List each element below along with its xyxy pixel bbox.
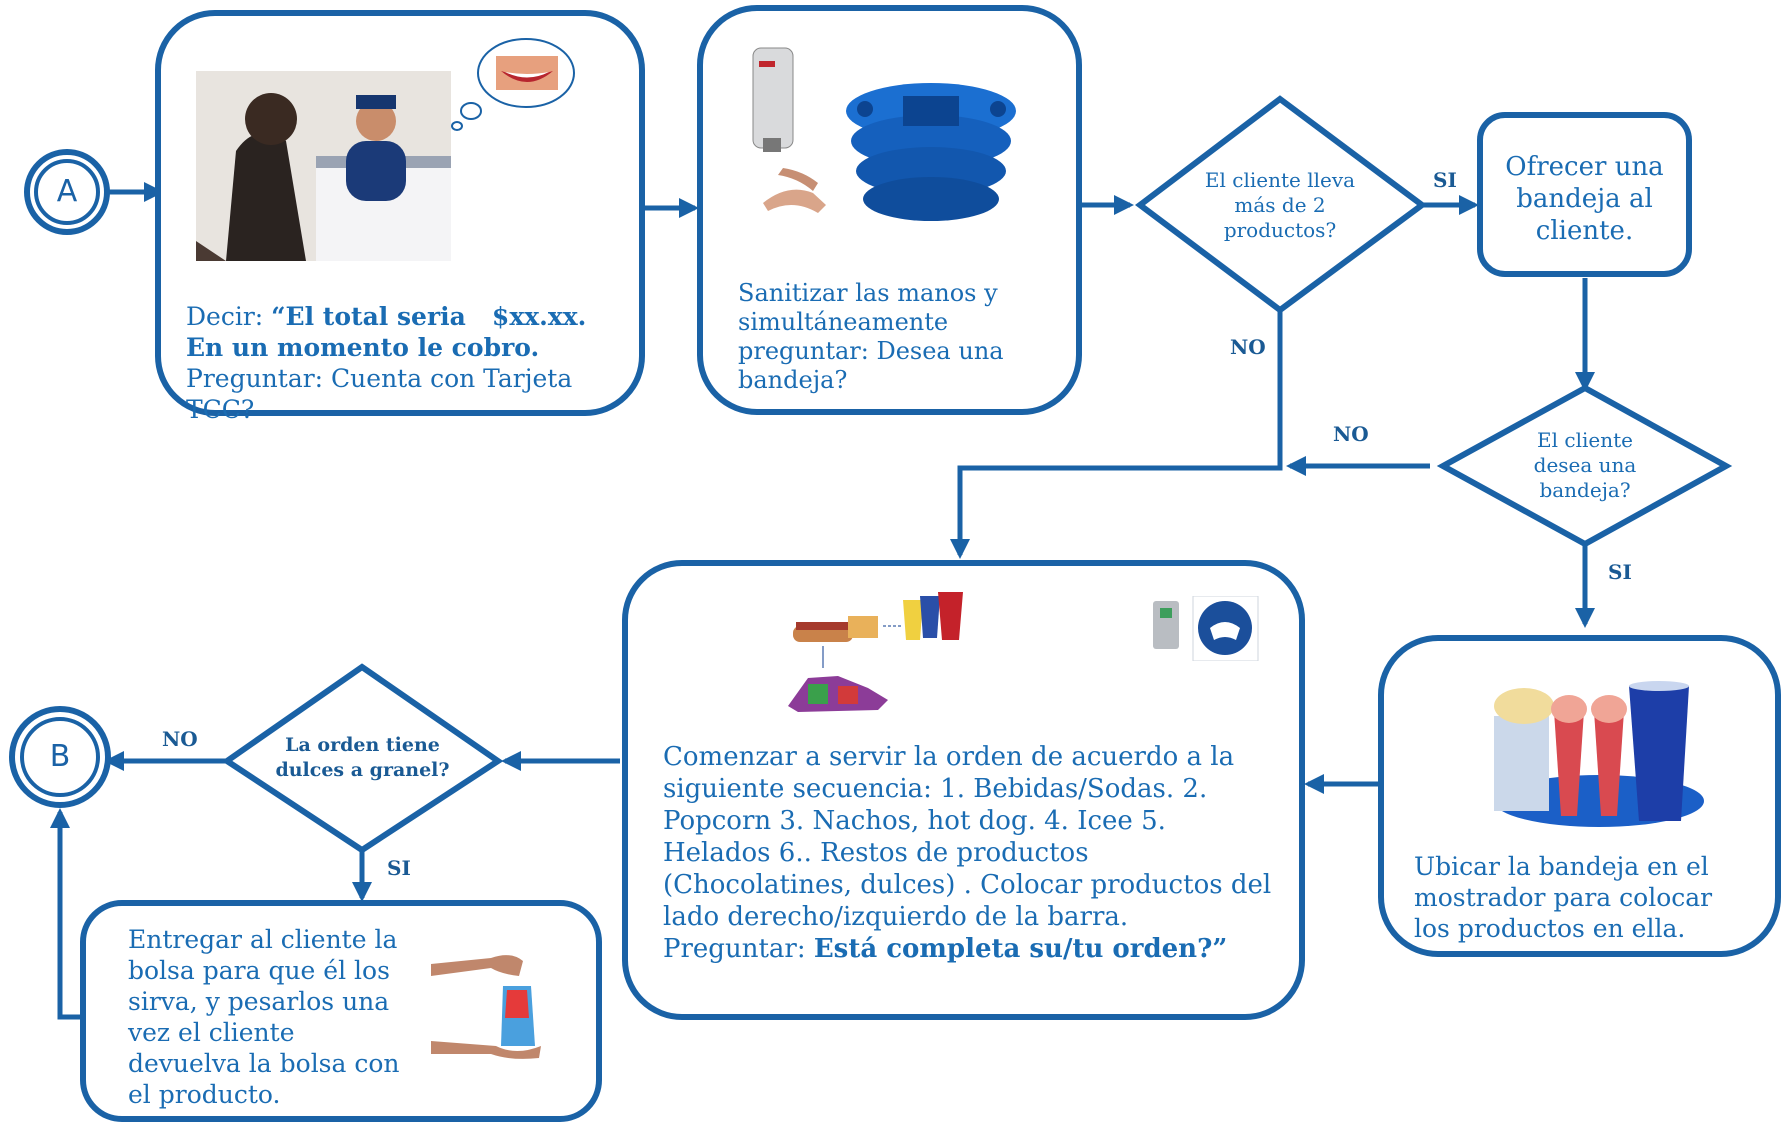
decision-bulk-candy-text: La orden tiene dulces a granel? <box>275 734 450 781</box>
smile-thought-icon <box>451 31 576 131</box>
step-serve-order-text: Comenzar a servir la orden de acuerdo a … <box>663 742 1272 964</box>
tray-stack-icon <box>843 81 1018 236</box>
connector-b <box>9 706 111 808</box>
step-offer-tray-box: Ofrecer una bandeja al cliente. <box>1477 112 1692 277</box>
hand-wash-sign-icon <box>1148 595 1263 662</box>
step-greet-text: Decir: “El total seria $xx.xx. En un mom… <box>186 302 587 424</box>
step-deliver-bag-text: Entregar al cliente la bolsa para que él… <box>128 925 400 1109</box>
decision-more-than-2-shape <box>1135 95 1428 314</box>
connector-a-letter: A <box>56 174 78 209</box>
food-sequence-icon <box>788 588 988 718</box>
step-deliver-bag-box: Entregar al cliente la bolsa para que él… <box>80 900 602 1122</box>
decision-more-than-2-yes: SI <box>1433 168 1457 192</box>
decision-wants-tray-no: NO <box>1333 422 1369 446</box>
step-sanitize-box: Sanitizar las manos y simultáneamente pr… <box>697 5 1082 415</box>
decision-more-than-2-no: NO <box>1230 335 1266 359</box>
step-place-tray-box: Ubicar la bandeja en el mostrador para c… <box>1378 635 1781 957</box>
step-offer-tray-text: Ofrecer una bandeja al cliente. <box>1505 152 1664 246</box>
decision-wants-tray-yes: SI <box>1608 560 1632 584</box>
tray-products-icon <box>1489 681 1709 831</box>
step-greet-box: Decir: “El total seria $xx.xx. En un mom… <box>155 10 645 424</box>
soap-dispenser-icon <box>751 46 796 156</box>
decision-wants-tray-shape <box>1436 384 1733 548</box>
decision-more-than-2-text: El cliente lleva más de 2 productos? <box>1204 168 1356 242</box>
step-place-tray-text: Ubicar la bandeja en el mostrador para c… <box>1414 852 1713 943</box>
decision-bulk-candy-no: NO <box>162 727 198 751</box>
step-sanitize-text: Sanitizar las manos y simultáneamente pr… <box>738 279 1004 394</box>
bag-handover-icon <box>431 946 551 1061</box>
step-serve-order-box: Comenzar a servir la orden de acuerdo a … <box>622 560 1305 1020</box>
washing-hands-icon <box>758 163 828 218</box>
decision-wants-tray-text: El cliente desea una bandeja? <box>1533 428 1637 502</box>
connector-a <box>24 149 110 235</box>
connector-b-letter: B <box>49 739 71 774</box>
cashier-photo <box>196 71 451 261</box>
decision-bulk-candy-shape <box>221 663 504 854</box>
decision-bulk-candy-yes: SI <box>387 856 411 880</box>
